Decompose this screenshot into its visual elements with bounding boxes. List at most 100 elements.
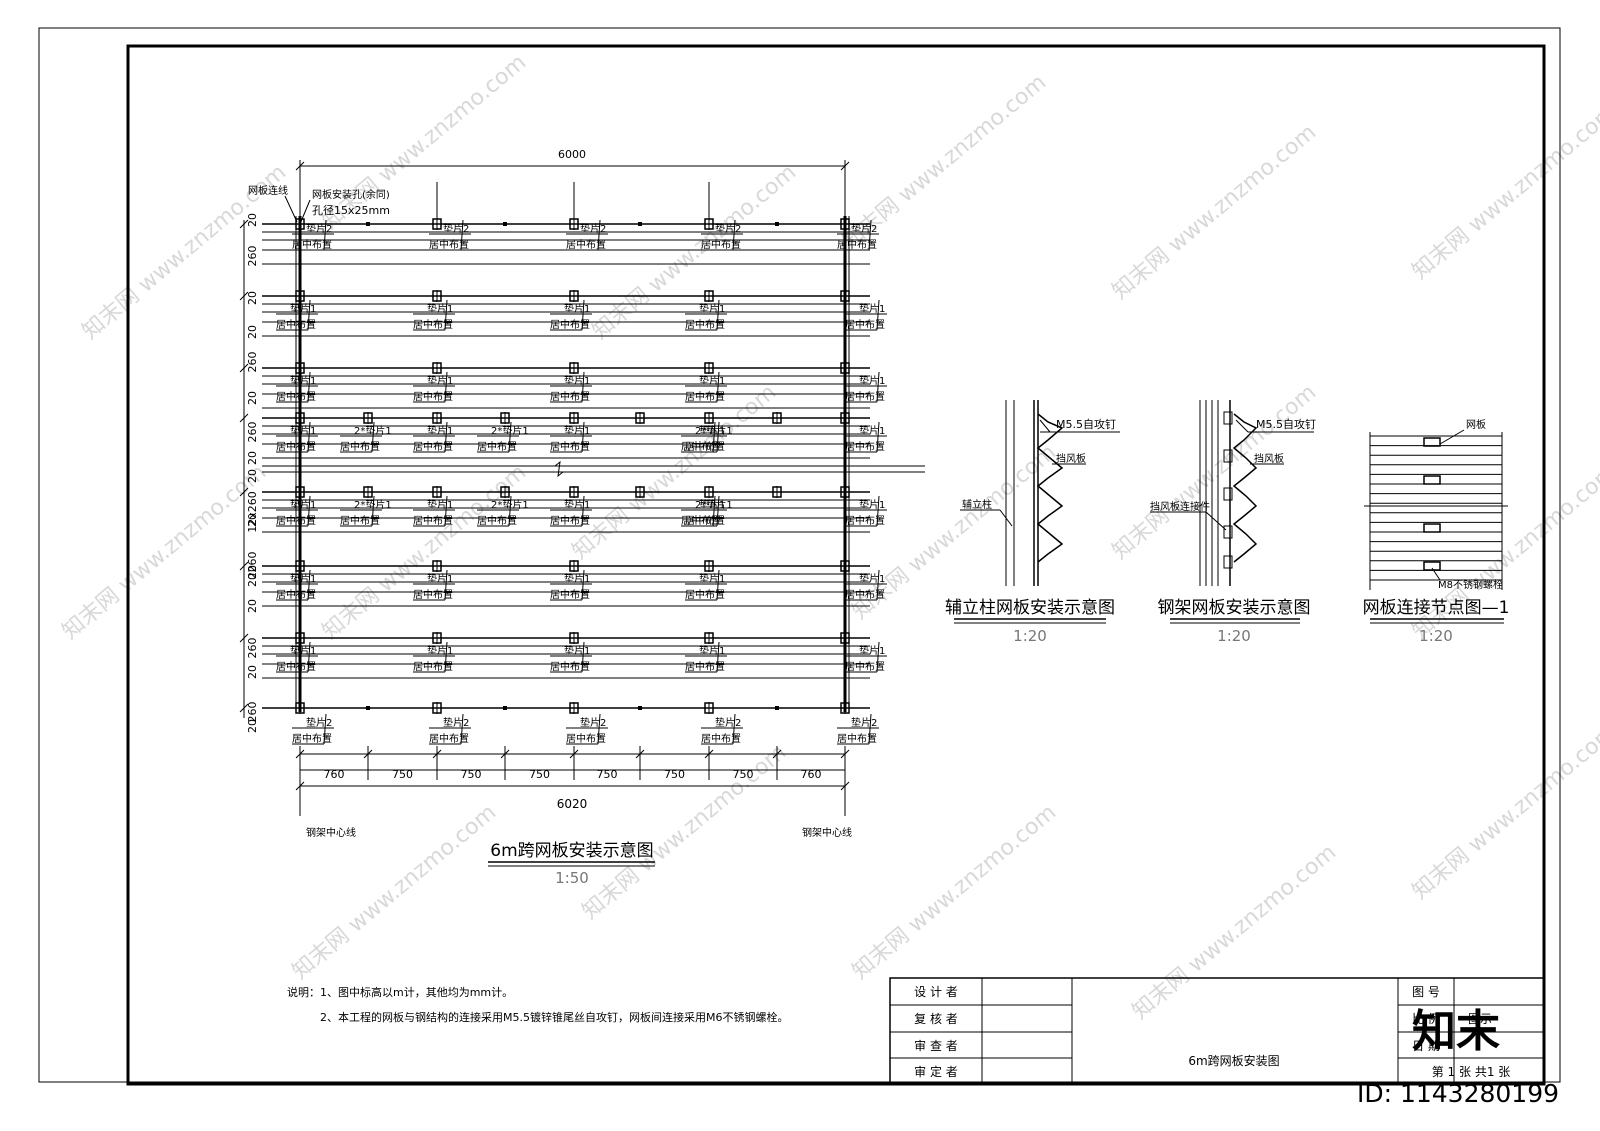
watermark-text-15: 知末网 www.znzmo.com bbox=[1128, 840, 1341, 1025]
leader-line bbox=[716, 421, 720, 453]
top-dimension: 6000 bbox=[558, 148, 586, 161]
leader-line bbox=[716, 299, 720, 331]
gasket2-top-2-label: 垫片2 bbox=[580, 222, 606, 235]
watermark-text-6: 知末网 www.znzmo.com bbox=[58, 460, 271, 645]
gasket1-r3-3-center: 居中布置 bbox=[685, 514, 725, 527]
note-line2: 2、本工程的网板与钢结构的连接采用M5.5镀锌锥尾丝自攻钉，网板间连接采用M6不… bbox=[320, 1010, 788, 1024]
gasket2-top-4: 垫片2 居中布置 bbox=[837, 219, 879, 251]
main-panel-drawing: 6000 网板连线 网板安装孔(余同) 孔径15x25mm 垫片2居中布置垫片2… bbox=[239, 148, 925, 887]
leader-line bbox=[716, 569, 720, 601]
watermark-text-14: 知末网 www.znzmo.com bbox=[848, 800, 1061, 985]
leader-line bbox=[444, 641, 448, 673]
dim-tick bbox=[239, 633, 249, 643]
gasket1-r5-1-center: 居中布置 bbox=[413, 660, 453, 673]
gasket1-right-r1-center: 居中布置 bbox=[845, 390, 885, 403]
gasket2-bottom-2-label: 垫片2 bbox=[580, 716, 606, 729]
gasket1-r4-1-label: 垫片1 bbox=[427, 572, 453, 585]
gasket1-r4-2-center: 居中布置 bbox=[550, 588, 590, 601]
leader-line bbox=[732, 713, 736, 745]
gasket2-top-3-label: 垫片2 bbox=[715, 222, 741, 235]
d3-scale: 1:20 bbox=[1419, 627, 1453, 645]
leader-line bbox=[307, 569, 311, 601]
gasket1-r4-0-label: 垫片1 bbox=[290, 572, 316, 585]
d3-mesh: 网板 bbox=[1466, 418, 1486, 431]
gasket2-top-3: 垫片2 居中布置 bbox=[701, 219, 743, 251]
gasket2-top-1-center: 居中布置 bbox=[429, 238, 469, 251]
leader-line bbox=[307, 299, 311, 331]
d2-title: 钢架网板安装示意图 bbox=[1158, 598, 1311, 618]
gasket1-right-r5: 垫片1 居中布置 bbox=[845, 641, 887, 673]
main-scale: 1:50 bbox=[555, 869, 589, 887]
outer-border bbox=[38, 27, 1561, 1083]
d2-connector: 挡风板连接件 bbox=[1150, 500, 1210, 513]
gasket2-top-4-label: 垫片2 bbox=[851, 222, 877, 235]
leader-line bbox=[716, 371, 720, 403]
tb-reviewer: 复 核 者 bbox=[914, 1012, 958, 1026]
gasket2-bottom-1-center: 居中布置 bbox=[429, 732, 469, 745]
left-dim-16: 20 bbox=[246, 665, 259, 679]
gasket1-right-r5-label: 垫片1 bbox=[859, 644, 885, 657]
gasket1-r2-1-label: 垫片1 bbox=[427, 424, 453, 437]
gasket-double-r3-2-label: 2*垫片1 bbox=[695, 498, 733, 511]
dim-tick bbox=[569, 749, 579, 759]
gasket1-right-r4-center: 居中布置 bbox=[845, 588, 885, 601]
gasket1-right-r5-center: 居中布置 bbox=[845, 660, 885, 673]
gasket-double-r3-0-center: 居中布置 bbox=[340, 514, 380, 527]
note-line1: 说明：1、图中标高以m计，其他均为mm计。 bbox=[287, 985, 513, 999]
gasket1-r0-0-label: 垫片1 bbox=[290, 302, 316, 315]
dim-tick bbox=[239, 363, 249, 373]
screw-dot bbox=[638, 222, 642, 226]
gasket1-r2-0-label: 垫片1 bbox=[290, 424, 316, 437]
gasket-double-r2-2-center: 居中布置 bbox=[681, 440, 721, 453]
dim-tick bbox=[500, 749, 510, 759]
gasket2-top-3-center: 居中布置 bbox=[701, 238, 741, 251]
label-wire-line: 网板连线 bbox=[248, 184, 288, 197]
tb-date-label: 日 期 bbox=[1412, 1039, 1440, 1053]
screw-dot bbox=[366, 706, 370, 710]
gasket2-bottom-3-label: 垫片2 bbox=[715, 716, 741, 729]
left-dim-3: 20 bbox=[246, 325, 259, 339]
detail-aux-column: M5.5自攻钉 挡风板 辅立柱 辅立柱网板安装示意图 1:20 bbox=[945, 400, 1120, 645]
dim-tick bbox=[840, 749, 850, 759]
gasket1-r0-1-label: 垫片1 bbox=[427, 302, 453, 315]
gasket1-r0-2-center: 居中布置 bbox=[550, 318, 590, 331]
gasket1-r5-0-label: 垫片1 bbox=[290, 644, 316, 657]
tb-drawing-name: 6m跨网板安装图 bbox=[1188, 1053, 1279, 1068]
gasket1-r3-0-center: 居中布置 bbox=[276, 514, 316, 527]
leader-line bbox=[444, 495, 448, 527]
screw-dot bbox=[638, 706, 642, 710]
bottom-seg-0: 760 bbox=[324, 768, 345, 781]
leader-line bbox=[307, 495, 311, 527]
gasket2-top-4-center: 居中布置 bbox=[837, 238, 877, 251]
d1-scale: 1:20 bbox=[1013, 627, 1047, 645]
gasket2-top-1-label: 垫片2 bbox=[443, 222, 469, 235]
d1-screw: M5.5自攻钉 bbox=[1056, 417, 1116, 431]
watermark-text-7: 知末网 www.znzmo.com bbox=[318, 460, 531, 645]
leader-line bbox=[597, 219, 601, 251]
d2-screw: M5.5自攻钉 bbox=[1256, 417, 1316, 431]
left-dim-10: 20 bbox=[246, 513, 259, 527]
gasket-double-r2-0-center: 居中布置 bbox=[340, 440, 380, 453]
leader-line bbox=[597, 713, 601, 745]
leader-line bbox=[581, 569, 585, 601]
leader-line bbox=[868, 713, 872, 745]
bottom-total: 6020 bbox=[557, 797, 588, 811]
gasket1-r5-0-center: 居中布置 bbox=[276, 660, 316, 673]
gasket1-r1-1-center: 居中布置 bbox=[413, 390, 453, 403]
leader-line bbox=[460, 219, 464, 251]
watermark-text-2: 知末网 www.znzmo.com bbox=[588, 160, 801, 345]
tb-scale-value: 图示 bbox=[1468, 1012, 1492, 1026]
left-dim-18: 20 bbox=[246, 719, 259, 733]
